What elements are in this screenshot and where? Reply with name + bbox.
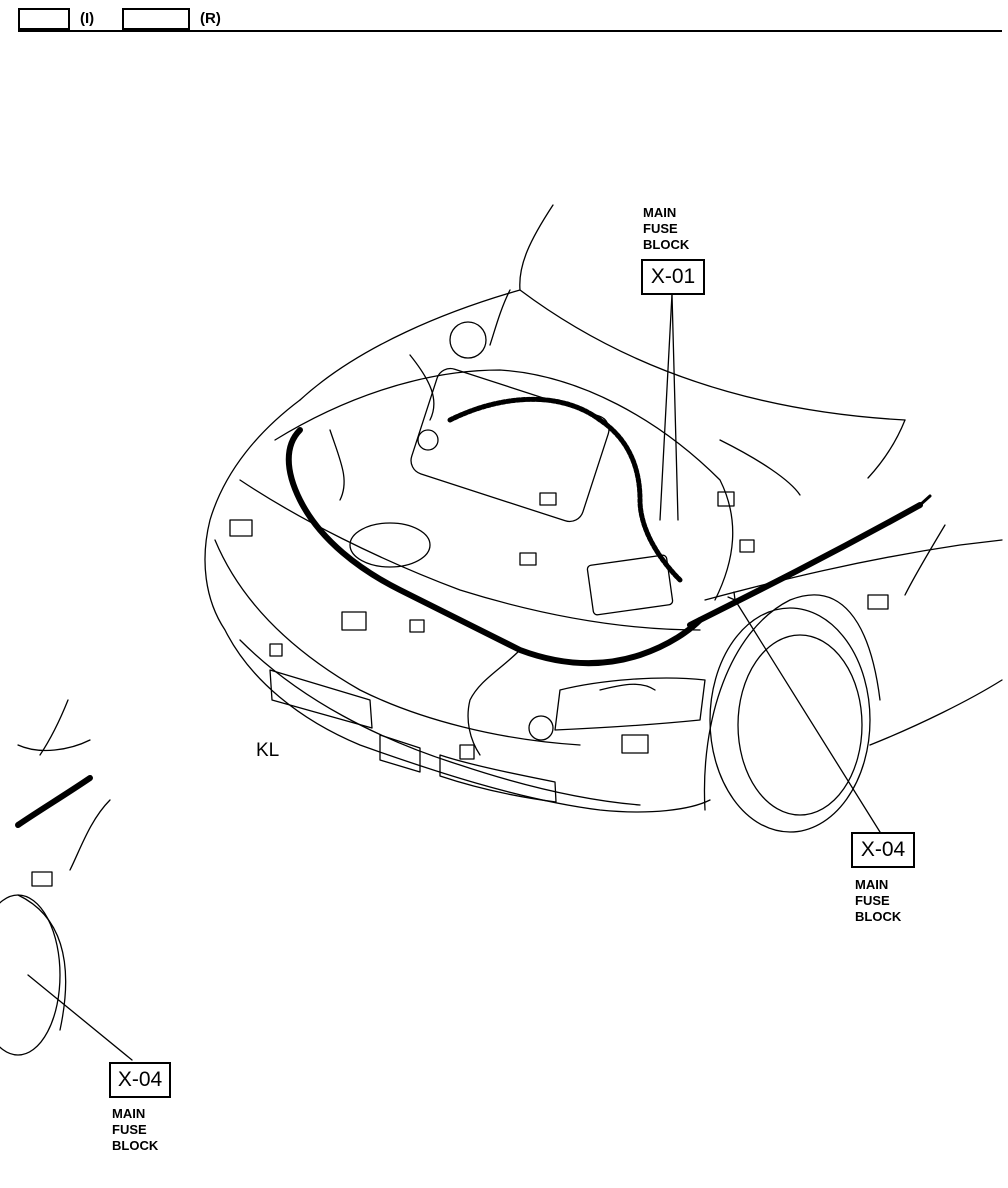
leader-x04-arrow <box>727 591 736 601</box>
header-index-box-left <box>18 8 70 30</box>
right-plug-lead <box>904 524 946 596</box>
grille-opening <box>269 669 373 729</box>
connector-block-h <box>739 539 755 553</box>
inset-plug-lead <box>69 799 111 871</box>
caption-x01: MAIN FUSE BLOCK <box>643 205 690 252</box>
inset-leader-x04 <box>27 974 133 1061</box>
connector-block-g <box>269 643 283 657</box>
leader-x04-right <box>734 599 881 833</box>
inset-plug-connector <box>31 871 53 887</box>
bumper-lower-line <box>239 639 641 806</box>
connector-block-d <box>539 492 557 506</box>
connector-tag-x01: X-01 <box>641 259 705 295</box>
fog-lamp-recess <box>439 754 557 803</box>
inset-fender <box>17 894 67 1031</box>
connector-block-j <box>717 491 735 507</box>
right-plug-connector <box>867 594 889 610</box>
connector-block-e <box>519 552 537 566</box>
header-rule <box>18 30 1002 32</box>
connector-block-c <box>621 734 649 754</box>
front-wheel-tire <box>709 607 871 833</box>
branch-wire-5 <box>329 429 345 501</box>
connector-block-f <box>409 619 425 633</box>
engine-cover <box>410 367 610 523</box>
harness-braided <box>447 396 683 583</box>
inset-body-line <box>17 739 91 752</box>
radiator-support <box>239 479 701 631</box>
connector-tag-x04-right: X-04 <box>851 832 915 868</box>
leader-x01-b <box>671 293 679 521</box>
lower-intake <box>379 734 421 773</box>
reservoir-cap <box>449 321 487 359</box>
fender-lower <box>869 679 1003 746</box>
branch-wire-4 <box>719 439 801 496</box>
oil-filler-cap <box>417 429 439 451</box>
front-wheel-rim <box>737 634 863 816</box>
engine-bay-outline <box>274 369 734 601</box>
leader-x01-a <box>659 293 673 521</box>
front-bumper-outline <box>204 399 711 813</box>
wheel-arch <box>703 594 881 811</box>
header-marker-left: (I) <box>80 10 95 27</box>
branch-wire-2 <box>467 649 521 756</box>
branch-wire-3 <box>599 683 656 691</box>
right-plug-harness <box>918 494 932 507</box>
headlamp-outline <box>554 677 706 731</box>
inset-harness-thick <box>15 775 93 828</box>
header-index-box-right <box>122 8 190 30</box>
inset-wheel <box>0 894 61 1056</box>
air-filter-housing <box>349 522 431 568</box>
view-label: KL <box>256 740 280 761</box>
fender-line <box>704 539 1003 601</box>
windshield-outline <box>519 204 906 421</box>
connector-tag-x04-inset: X-04 <box>109 1062 171 1098</box>
hood-rear-edge <box>299 289 521 401</box>
connector-block-a <box>229 519 253 537</box>
connector-block-b <box>341 611 367 631</box>
battery <box>586 554 674 616</box>
main-harness-thick <box>285 427 703 667</box>
connector-block-i <box>459 744 475 760</box>
branch-wire-1 <box>409 354 435 421</box>
bumper-crease <box>214 539 581 746</box>
caption-x04-inset: MAIN FUSE BLOCK <box>112 1106 159 1153</box>
branch-wire-6 <box>489 289 511 346</box>
cowl-line <box>867 419 906 479</box>
main-harness-to-fuse <box>687 502 923 628</box>
sensor-front <box>528 715 554 741</box>
caption-x04-right: MAIN FUSE BLOCK <box>855 877 902 924</box>
inset-hood-line <box>39 699 69 756</box>
header-marker-right: (R) <box>200 10 221 27</box>
